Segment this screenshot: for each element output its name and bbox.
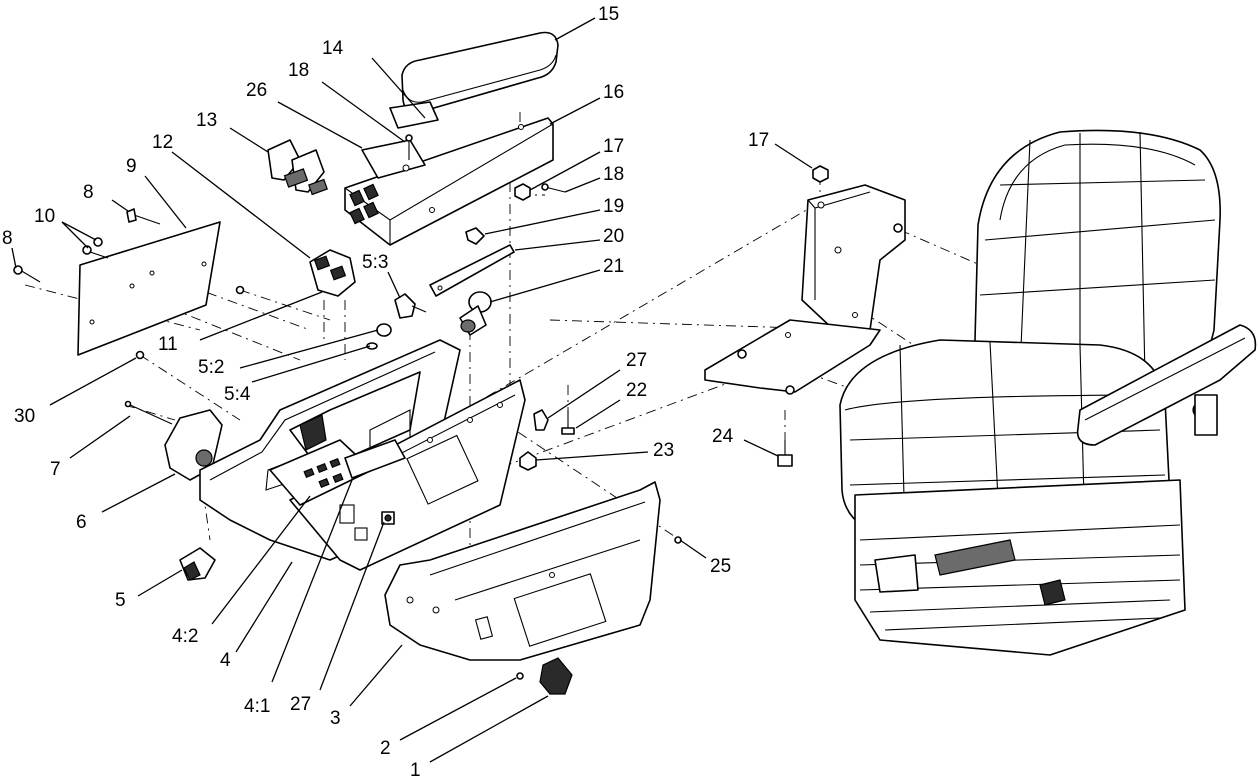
callout-22: 22 xyxy=(626,380,647,401)
callout-17: 17 xyxy=(603,136,624,157)
nut-17-right xyxy=(812,165,829,183)
callout-4-2: 4:2 xyxy=(172,626,198,647)
operator-seat xyxy=(839,129,1257,656)
callout-5-4: 5:4 xyxy=(224,384,251,405)
callout-24: 24 xyxy=(712,426,734,447)
nut-plate xyxy=(235,285,245,295)
console-frame xyxy=(289,379,526,571)
screw-8-left xyxy=(13,265,41,283)
callout-6: 6 xyxy=(76,512,87,533)
callout-19: 19 xyxy=(603,196,624,217)
callout-7: 7 xyxy=(50,459,61,480)
nut-23 xyxy=(519,451,537,471)
callout-5: 5 xyxy=(115,590,126,611)
callout-27: 27 xyxy=(626,350,647,371)
armrest-pad xyxy=(401,31,559,114)
callout-14: 14 xyxy=(322,38,344,59)
side-plate xyxy=(77,221,221,356)
leader-lines xyxy=(11,17,813,763)
callout-4: 4 xyxy=(220,650,231,671)
callout-2: 2 xyxy=(380,738,391,759)
bolt-7 xyxy=(124,400,173,425)
screw-18-side xyxy=(541,183,566,193)
callout-21: 21 xyxy=(603,256,624,277)
knob-5-3 xyxy=(394,293,427,319)
switch-pair xyxy=(267,139,328,196)
callout-15: 15 xyxy=(598,4,619,25)
end-cap-6 xyxy=(164,409,223,481)
bolt-22 xyxy=(561,410,575,435)
callout-16: 16 xyxy=(603,82,624,103)
callout-26: 26 xyxy=(246,80,267,101)
screw-8-upper xyxy=(126,208,161,225)
callout-13: 13 xyxy=(196,110,217,131)
callout-3: 3 xyxy=(330,708,341,729)
nut-17 xyxy=(514,183,531,201)
washer-5-4 xyxy=(366,342,378,350)
bracket-20 xyxy=(429,244,515,297)
fasteners-10 xyxy=(82,237,109,259)
callout-5-2: 5:2 xyxy=(198,357,224,378)
callout-labels: 15 16 17 18 19 20 21 27 22 23 25 14 18 2… xyxy=(2,4,769,781)
callout-18: 18 xyxy=(603,164,624,185)
washer-30 xyxy=(135,350,145,360)
callout-27: 27 xyxy=(290,694,311,715)
callout-8: 8 xyxy=(2,228,13,249)
callout-1: 1 xyxy=(410,760,421,781)
screw-18-top xyxy=(405,134,413,160)
nut-5-2 xyxy=(376,323,392,337)
callout-12: 12 xyxy=(152,132,173,153)
nut-2 xyxy=(516,672,524,680)
bracket-5 xyxy=(179,547,216,581)
clip-nut-19 xyxy=(465,227,485,245)
callout-18: 18 xyxy=(288,60,309,81)
side-cover xyxy=(384,481,661,661)
power-socket-21 xyxy=(459,291,492,336)
callout-17: 17 xyxy=(748,130,769,151)
switch-27-lower xyxy=(381,511,395,525)
callout-20: 20 xyxy=(603,226,624,247)
armrest-box xyxy=(344,117,554,246)
callout-11: 11 xyxy=(158,334,178,355)
callout-8: 8 xyxy=(83,182,94,203)
callout-4-1: 4:1 xyxy=(244,696,270,717)
knob-1 xyxy=(539,657,573,695)
bolt-24 xyxy=(777,440,793,467)
seat-mount-bracket xyxy=(704,184,906,395)
callout-5-3: 5:3 xyxy=(362,252,388,273)
callout-10: 10 xyxy=(34,206,55,227)
callout-9: 9 xyxy=(126,156,137,177)
rocker-switch xyxy=(309,249,356,297)
control-panel xyxy=(269,439,406,506)
callout-30: 30 xyxy=(14,406,35,427)
callout-23: 23 xyxy=(653,440,674,461)
clip-27 xyxy=(533,409,549,431)
callout-25: 25 xyxy=(710,556,731,577)
decal xyxy=(389,101,439,129)
